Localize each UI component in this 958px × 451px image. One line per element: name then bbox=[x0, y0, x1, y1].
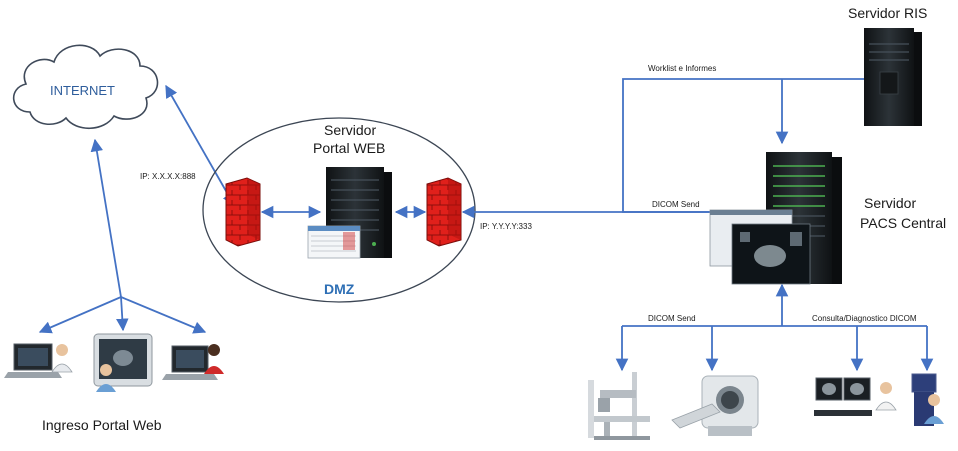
doctor-icon bbox=[924, 394, 944, 424]
doctor-icon bbox=[204, 344, 224, 374]
internet-connectors bbox=[38, 84, 235, 334]
firewall-icon bbox=[225, 177, 261, 247]
firewall-icon bbox=[426, 177, 462, 247]
workstation-icon bbox=[911, 373, 937, 426]
dmz-label: DMZ bbox=[324, 281, 355, 297]
worklist-label: Worklist e Informes bbox=[648, 64, 716, 73]
dicom-send-top-label: DICOM Send bbox=[652, 200, 700, 209]
dicom-send-bottom-label: DICOM Send bbox=[648, 314, 696, 323]
dmz-zone bbox=[202, 117, 476, 303]
tablet-icon bbox=[93, 333, 153, 387]
pacs-viewer-screenshot-icon bbox=[709, 209, 811, 285]
web-portal-screenshot-icon bbox=[307, 225, 361, 259]
ris-server-label: Servidor RIS bbox=[848, 5, 927, 21]
internet-label: INTERNET bbox=[50, 83, 115, 98]
web-access-label: Ingreso Portal Web bbox=[42, 417, 162, 433]
doctor-icon bbox=[96, 364, 116, 392]
doctor-icon bbox=[875, 382, 897, 411]
workstation-icon bbox=[814, 377, 872, 416]
pacs-server-label-line2: PACS Central bbox=[860, 215, 946, 231]
laptop-icon bbox=[4, 343, 62, 378]
xray-machine-icon bbox=[588, 372, 650, 440]
server-tower-icon bbox=[864, 28, 922, 126]
web-server-label-line2: Portal WEB bbox=[313, 140, 385, 156]
ip-public-label: IP: X.X.X.X:888 bbox=[140, 172, 196, 181]
laptop-icon bbox=[162, 345, 218, 380]
pacs-link bbox=[461, 78, 865, 219]
ip-internal-label: IP: Y.Y.Y.Y:333 bbox=[480, 222, 532, 231]
web-server-label-line1: Servidor bbox=[324, 122, 376, 138]
consulta-label: Consulta/Diagnostico DICOM bbox=[812, 314, 917, 323]
cloud-icon bbox=[12, 44, 159, 129]
doctor-icon bbox=[51, 344, 73, 373]
modality-connectors bbox=[615, 283, 934, 372]
ct-scanner-icon bbox=[671, 375, 759, 436]
pacs-server-label-line1: Servidor bbox=[864, 195, 916, 211]
